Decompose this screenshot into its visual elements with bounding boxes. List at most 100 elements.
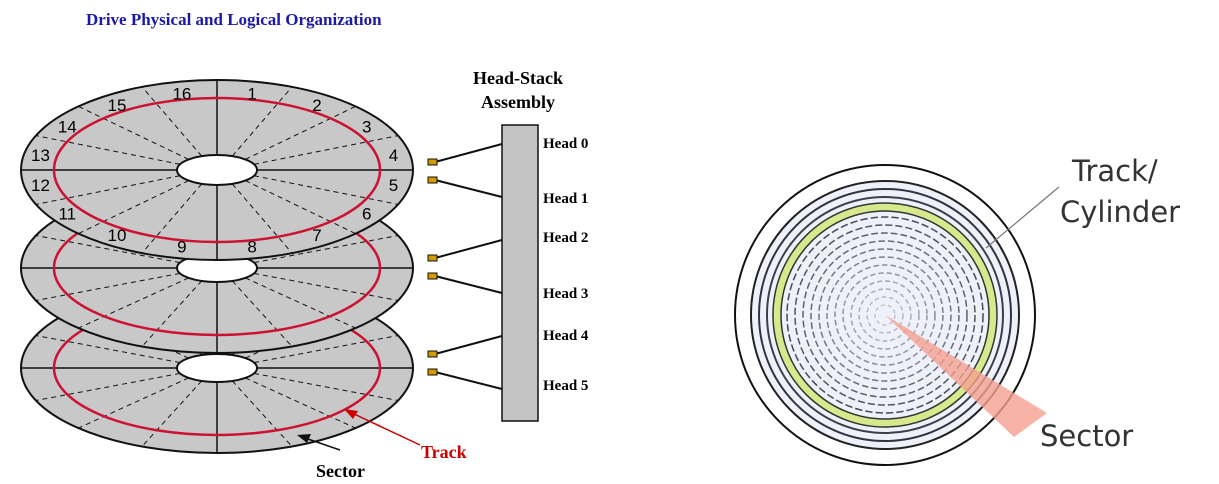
head-tip-0: [427, 158, 438, 166]
head-label-0: Head 0: [543, 136, 588, 152]
platter-top-sector-line: [141, 183, 203, 254]
track-ring: [786, 216, 984, 414]
platter-middle-sector-line: [35, 235, 181, 264]
track-arrow-head: [344, 409, 358, 419]
right-diagram: Track/ Cylinder Sector: [734, 154, 1180, 466]
platter-top-sector-lines: [21, 80, 413, 260]
track-leader-line: [985, 186, 1060, 249]
track-ring: [858, 288, 912, 342]
track-cylinder-label-line1: Track/: [1071, 154, 1158, 188]
track-ring: [802, 232, 968, 398]
sector-arrow-line: [304, 437, 341, 451]
sector-number: 11: [58, 204, 76, 223]
platter-top-track: [52, 96, 382, 244]
platter-top-sector-line: [231, 183, 293, 254]
platter-middle-sector-line: [245, 277, 356, 329]
platter-middle-sector-line: [35, 272, 181, 301]
platter-top-sector-line: [141, 86, 203, 157]
platter-bottom-sector-line: [35, 335, 181, 364]
highlighted-track: [773, 203, 997, 427]
platter-top-sector-line: [245, 105, 356, 160]
highlighted-track-edge-outer: [772, 202, 998, 428]
head-arm-0: [434, 143, 503, 163]
head-tip-4: [427, 350, 438, 358]
track-arrow-line: [351, 412, 421, 446]
sector-number: 1: [247, 85, 256, 104]
platter-middle-sector-line: [253, 235, 399, 264]
head-arm-3: [434, 275, 503, 294]
head-stack-label-line1: Head-Stack: [473, 68, 563, 88]
head-tip-5: [427, 368, 438, 376]
right-sector-label: Sector: [1040, 419, 1133, 453]
sector-number: 8: [247, 238, 256, 257]
track-ring: [842, 272, 928, 358]
track-cylinder-label-line2: Cylinder: [1060, 195, 1180, 229]
track-ring: [866, 296, 904, 334]
sector-number: 4: [389, 146, 398, 165]
sector-number: 15: [108, 96, 127, 115]
head-arm-5: [434, 371, 503, 390]
platter-bottom-sector-line: [141, 380, 203, 447]
platter-top-sector-line: [35, 135, 181, 165]
head-arm-1: [434, 179, 503, 198]
platter-bottom-sector-line: [253, 372, 399, 401]
track-ring: [834, 264, 936, 366]
platter-top-sector-line: [78, 180, 189, 235]
concentric-tracks: [758, 188, 1012, 442]
platter-bottom-sector-line: [245, 377, 356, 429]
sector-number: 6: [362, 204, 371, 223]
track-ring: [850, 280, 920, 350]
platter-middle-sector-line: [231, 280, 293, 347]
head-label-2: Head 2: [543, 230, 588, 246]
head-stack-block: [501, 124, 539, 422]
platter-bottom-sector-line: [231, 380, 293, 447]
sector-number: 2: [312, 96, 321, 115]
track-ring: [874, 304, 896, 326]
page-title: Drive Physical and Logical Organization: [86, 10, 382, 29]
platter-top-sector-line: [231, 86, 293, 157]
sector-number: 9: [177, 238, 186, 257]
head-tip-2: [427, 254, 438, 262]
track-ring: [794, 224, 976, 406]
sector-label: Sector: [316, 461, 365, 481]
head-label-4: Head 4: [543, 328, 589, 344]
sector-number: 16: [172, 85, 191, 104]
track-ring: [766, 196, 1004, 434]
platter-bottom-spindle-hole: [176, 353, 258, 383]
head-labels: Head 0 Head 1 Head 2 Head 3 Head 4 Head …: [543, 136, 589, 394]
sector-arrow-head: [297, 434, 311, 443]
platter-bottom-sector-line: [35, 372, 181, 401]
platter-top-sector-line: [35, 175, 181, 205]
head-label-1: Head 1: [543, 191, 588, 207]
sector-number: 14: [58, 118, 77, 137]
sector-number: 12: [31, 176, 50, 195]
head-tips: [427, 158, 438, 376]
sector-number: 10: [108, 226, 127, 245]
track-ring: [826, 256, 944, 374]
head-label-5: Head 5: [543, 378, 588, 394]
platter-bottom-sector-line: [78, 377, 189, 429]
platter-top-spindle-hole: [176, 154, 258, 186]
head-stack-label-line2: Assembly: [481, 92, 555, 112]
track-label: Track: [421, 442, 467, 462]
platter-top-sector-line: [253, 175, 399, 205]
platter-middle-sector-line: [253, 272, 399, 301]
platter-bottom-sector-line: [253, 335, 399, 364]
platter-top-sector-line: [78, 105, 189, 160]
sector-number: 3: [362, 118, 371, 137]
platter-top-sector-line: [253, 135, 399, 165]
sector-number: 7: [312, 226, 321, 245]
head-arms: [434, 143, 503, 390]
track-ring: [810, 240, 960, 390]
head-label-3: Head 3: [543, 286, 588, 302]
sector-number: 13: [31, 146, 50, 165]
platter-top-sector-line: [245, 180, 356, 235]
track-ring: [818, 248, 952, 382]
highlighted-track-edge-inner: [780, 210, 990, 420]
head-arm-2: [434, 239, 503, 259]
head-arm-4: [434, 335, 503, 355]
